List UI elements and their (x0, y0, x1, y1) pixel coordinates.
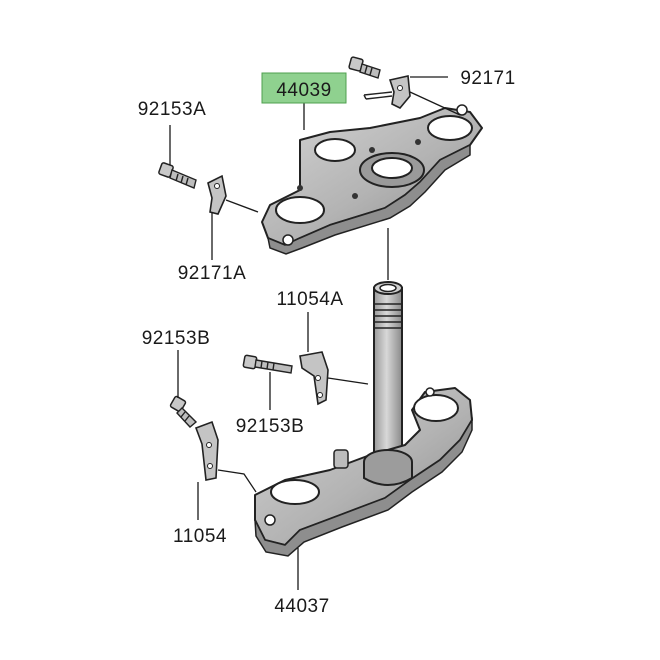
highlight-box (261, 72, 347, 104)
label-11054a[interactable]: 11054A (276, 289, 343, 310)
bolt-upper-right (348, 56, 381, 79)
bracket-11054a (299, 351, 329, 406)
upper-triple-clamp (261, 104, 483, 255)
leader-lines (169, 76, 461, 590)
label-92171[interactable]: 92171 (460, 68, 515, 89)
label-44037[interactable]: 44037 (274, 596, 329, 617)
bolt-92153b-left (169, 395, 198, 428)
label-11054[interactable]: 11054 (173, 526, 227, 547)
label-92153b-center[interactable]: 92153B (236, 416, 305, 437)
steering-stem (373, 281, 403, 461)
lower-triple-clamp (254, 387, 473, 557)
label-92153b-left[interactable]: 92153B (142, 328, 211, 349)
bolt-92153a (158, 162, 197, 189)
bracket-11054 (194, 420, 219, 481)
bolt-92153b-center (242, 354, 293, 374)
label-92171a[interactable]: 92171A (178, 263, 247, 284)
label-44039[interactable]: 44039 (276, 80, 331, 101)
bracket-92171 (363, 75, 411, 109)
label-92153a[interactable]: 92153A (138, 99, 207, 120)
bracket-92171a (207, 174, 227, 215)
